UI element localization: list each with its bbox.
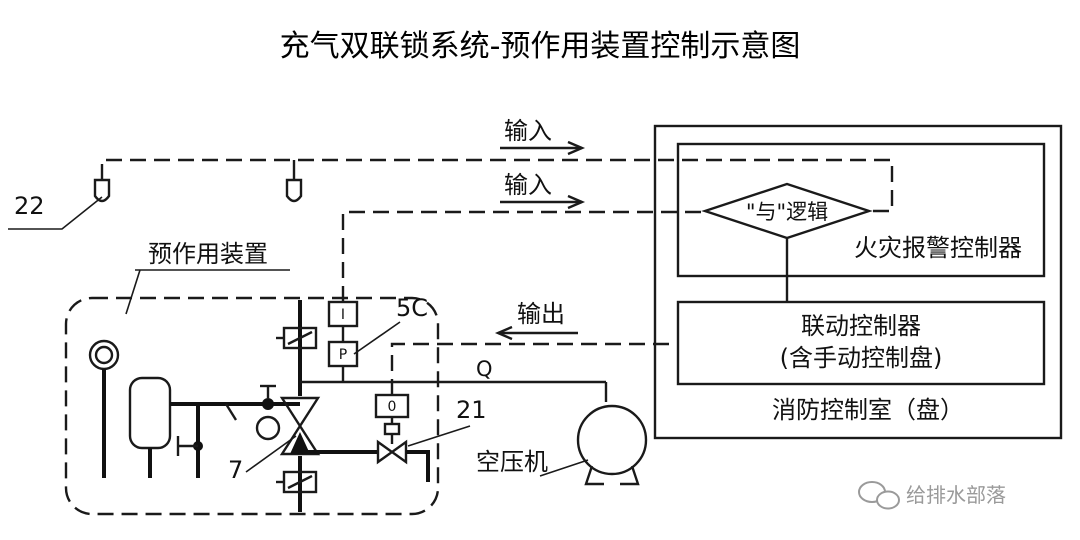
air-compressor-label: 空压机 <box>476 448 548 476</box>
air-compressor-leader <box>539 459 589 477</box>
output-label: 输出 <box>517 300 565 328</box>
diagram-title: 充气双联锁系统-预作用装置控制示意图 <box>280 29 801 64</box>
lower-control-valve <box>276 470 318 494</box>
upper-control-valve <box>276 326 318 350</box>
preaction-device-label: 预作用装置 <box>148 240 268 268</box>
solenoid-dot <box>262 398 274 410</box>
fire-control-room-box <box>653 124 1063 440</box>
wechat-icon <box>858 481 900 510</box>
ref-q-label: Q <box>476 357 493 381</box>
sprinkler-icon <box>93 178 111 203</box>
supply-pipe-outlet <box>406 450 430 482</box>
ref-5c-label: 5C <box>396 294 428 322</box>
box-p-label: P <box>339 347 347 363</box>
trim-check-mark <box>224 403 238 421</box>
valve-icon <box>376 439 408 465</box>
fire-alarm-controller-box <box>676 142 1046 278</box>
preaction-device-box <box>64 296 440 516</box>
input-label-2: 输入 <box>504 171 552 199</box>
watermark-text: 给排水部落 <box>906 483 1006 507</box>
ref-22-label: 22 <box>14 192 45 220</box>
actuator-head <box>383 422 401 436</box>
ref-7-label: 7 <box>228 456 243 484</box>
retard-tank <box>128 376 172 450</box>
and-logic-label: "与"逻辑 <box>746 200 828 224</box>
input-arrow-2 <box>500 194 586 210</box>
input-arrow-1 <box>500 140 586 156</box>
box-i-label: I <box>341 307 345 323</box>
pressure-gauge-icon <box>88 339 120 371</box>
air-compressor-icon <box>576 404 648 486</box>
sprinkler-signal-line <box>100 158 894 213</box>
input-label-1: 输入 <box>504 117 552 145</box>
output-arrow <box>494 325 578 341</box>
ref-7-leader <box>245 435 297 473</box>
ref-5c-leader <box>353 321 401 355</box>
linkage-controller-label-1: 联动控制器 <box>801 312 921 340</box>
ref-21-label: 21 <box>456 396 487 424</box>
ref-22-leader <box>8 196 103 230</box>
linkage-controller-label-2: (含手动控制盘) <box>780 344 943 372</box>
fire-alarm-controller-label: 火灾报警控制器 <box>854 234 1022 262</box>
and-logic-diamond <box>701 182 873 240</box>
sprinkler-icon <box>285 160 303 203</box>
output-signal-line <box>390 342 678 395</box>
pressure-signal-line <box>341 210 705 302</box>
preaction-leader-tail <box>125 269 141 315</box>
ref-21-leader <box>407 425 471 447</box>
box-0-label: 0 <box>388 399 397 415</box>
fire-control-room-label: 消防控制室（盘） <box>772 396 964 424</box>
